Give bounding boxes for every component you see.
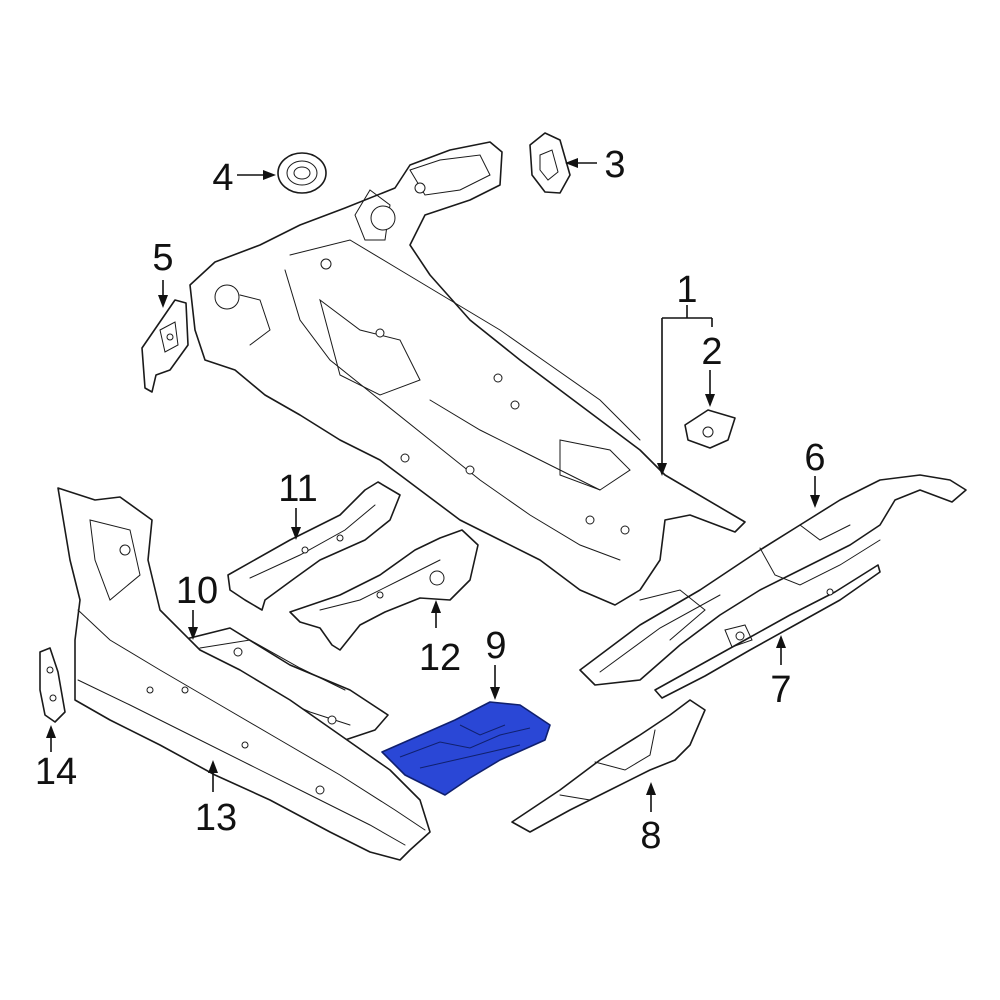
- arrow-6: [810, 495, 820, 508]
- callout-4[interactable]: 4: [212, 157, 233, 199]
- leader-lines: [46, 158, 820, 812]
- callout-6[interactable]: 6: [804, 437, 825, 479]
- callout-labels: 1 2 3 4 5 6 7 8 9 10 11 12 13 14: [35, 144, 826, 857]
- callout-1[interactable]: 1: [676, 269, 697, 311]
- part-4-grommet[interactable]: [277, 152, 327, 194]
- part-8-rail[interactable]: [511, 699, 706, 833]
- arrow-11: [291, 527, 301, 540]
- part-11-crossmember[interactable]: [227, 481, 401, 611]
- arrow-5: [158, 295, 168, 308]
- arrow-10: [188, 627, 198, 640]
- part-3-plug[interactable]: [529, 132, 571, 194]
- arrow-4: [263, 170, 276, 180]
- callout-3[interactable]: 3: [604, 144, 625, 186]
- part-2-bracket[interactable]: [684, 409, 736, 449]
- callout-5[interactable]: 5: [152, 237, 173, 279]
- arrow-8: [646, 782, 656, 795]
- part-9-floor-panel-highlighted[interactable]: [381, 701, 551, 796]
- arrow-13: [208, 760, 218, 773]
- part-6-rail[interactable]: [579, 474, 967, 686]
- arrow-2: [705, 394, 715, 407]
- part-13-side-sill[interactable]: [57, 487, 431, 861]
- callout-10[interactable]: 10: [176, 570, 218, 612]
- arrow-14: [46, 725, 56, 738]
- callout-13[interactable]: 13: [195, 797, 237, 839]
- part-7-reinforcement[interactable]: [654, 564, 881, 699]
- callout-7[interactable]: 7: [770, 669, 791, 711]
- callout-12[interactable]: 12: [419, 637, 461, 679]
- part-5-bracket[interactable]: [141, 299, 189, 393]
- arrow-12: [431, 600, 441, 613]
- callout-2[interactable]: 2: [701, 331, 722, 373]
- leader-1: [661, 305, 713, 468]
- callout-9[interactable]: 9: [485, 625, 506, 667]
- arrow-7: [776, 635, 786, 648]
- arrow-9: [490, 687, 500, 700]
- callout-11[interactable]: 11: [278, 468, 317, 510]
- part-1-rear-floor-pan[interactable]: [189, 141, 746, 606]
- callout-14[interactable]: 14: [35, 751, 77, 793]
- arrow-1: [657, 463, 667, 476]
- callout-8[interactable]: 8: [640, 815, 661, 857]
- arrow-3: [565, 158, 578, 168]
- part-12-crossmember[interactable]: [289, 529, 479, 651]
- part-14-bracket[interactable]: [39, 647, 66, 723]
